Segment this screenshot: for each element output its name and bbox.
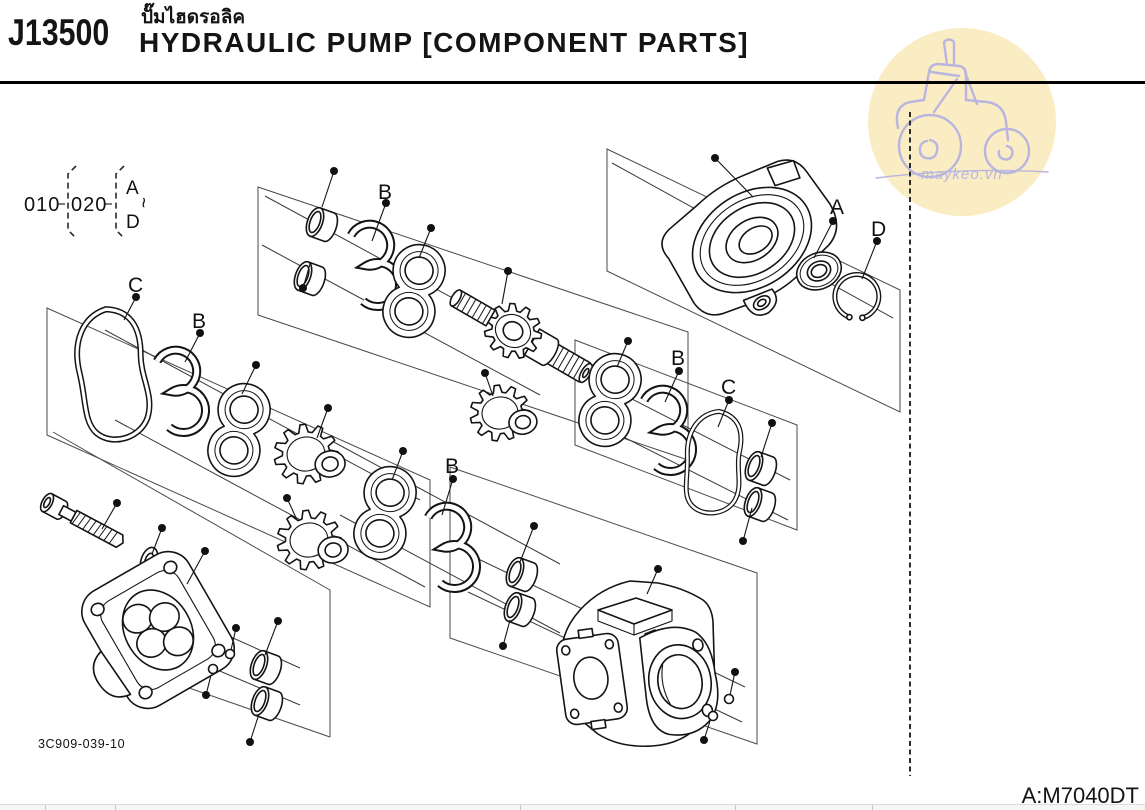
part-seal-b — [154, 346, 210, 435]
part-front-cover — [81, 550, 235, 710]
callout-b: B — [445, 455, 459, 478]
callout-labels: A B B B B C C D — [128, 181, 886, 478]
part-bushing — [740, 484, 780, 525]
part-dowel-pin — [207, 663, 219, 675]
page-title: HYDRAULIC PUMP [COMPONENT PARTS] — [139, 27, 750, 58]
drive-gear — [483, 302, 543, 359]
header-divider — [0, 81, 1145, 84]
callout-c: C — [721, 376, 736, 399]
part-dowel-pin — [224, 648, 236, 660]
ref-group-start: 010 — [24, 194, 60, 216]
part-pump-cover — [661, 159, 838, 316]
part-idler-gear — [273, 423, 346, 485]
part-bushing — [247, 683, 287, 724]
ref-group-end: 020 — [71, 194, 107, 216]
callout-b: B — [192, 310, 206, 333]
part-socket-bolt — [39, 492, 124, 549]
callout-a: A — [830, 196, 844, 219]
part-snap-ring — [832, 271, 882, 322]
reference-block: 010 020 A ~ D — [24, 165, 153, 239]
part-o-ring — [71, 305, 154, 444]
part-idler-gear — [276, 509, 349, 571]
part-bushing — [502, 554, 542, 595]
watermark-site-text: maykeo.vn — [921, 166, 1003, 183]
drawing-number: 3C909-039-10 — [38, 737, 125, 751]
leader-lines — [101, 154, 881, 746]
part-bushing — [741, 448, 781, 489]
watermark: maykeo.vn — [868, 28, 1056, 216]
ref-variant-tilde: ~ — [132, 197, 153, 208]
callout-b: B — [671, 347, 685, 370]
dashed-bracket — [115, 165, 125, 239]
callout-c: C — [128, 274, 143, 297]
part-oil-seal — [795, 251, 843, 291]
section-code: J13500 — [8, 12, 110, 53]
part-drive-gear-shaft — [449, 289, 594, 384]
ref-variant-to: D — [126, 212, 140, 233]
part-pump-body — [555, 580, 719, 748]
callout-d: D — [871, 218, 886, 241]
model-code: A:M7040DT — [1021, 783, 1139, 808]
page-title-thai: ปั๊มไฮดรอลิค — [141, 7, 246, 28]
part-dowel-pin — [723, 693, 735, 705]
part-dowel-pin — [707, 710, 719, 722]
part-wear-plate — [347, 460, 423, 566]
part-wear-plate — [201, 377, 277, 483]
tractor-watermark-icon — [875, 38, 1049, 179]
part-seal-b — [425, 502, 481, 591]
part-idler-gear — [469, 384, 538, 442]
callout-b: B — [378, 181, 392, 204]
bottom-table-edge — [0, 804, 1145, 810]
part-bushing — [302, 204, 342, 245]
dashed-bracket — [67, 165, 77, 239]
ref-variant-from: A — [126, 178, 139, 199]
